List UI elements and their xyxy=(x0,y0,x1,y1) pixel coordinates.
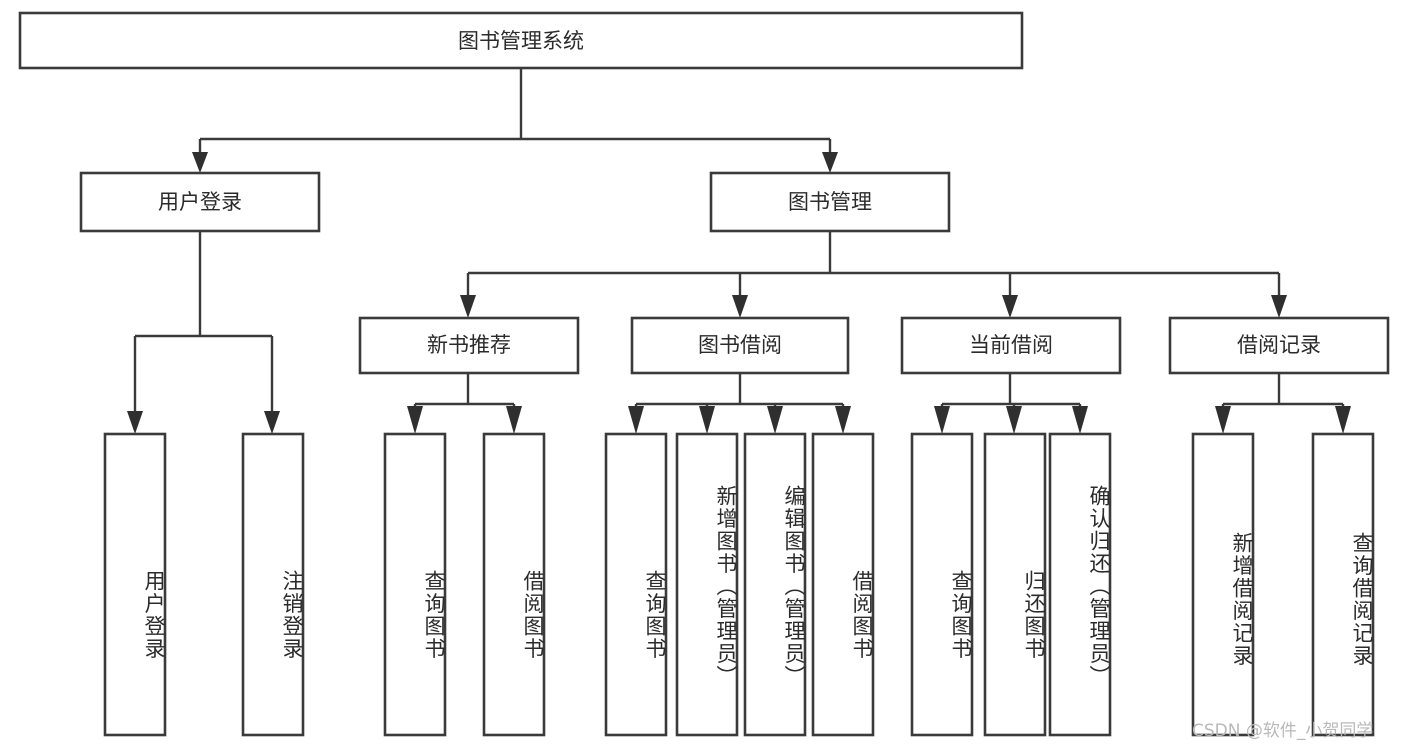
arrow-head-leaf-borrow-book-rec xyxy=(506,406,522,434)
leaf-add-book-box[interactable] xyxy=(675,432,739,737)
leaf-query-book-bor-box[interactable] xyxy=(604,432,668,737)
arrow-head-borrow-record xyxy=(1271,295,1287,318)
node-current-borrow-box[interactable] xyxy=(900,316,1122,375)
node-root[interactable]: 图书管理系统 xyxy=(18,11,1024,70)
arrow-head-book-manage xyxy=(822,152,838,173)
arrow-head-book-borrow xyxy=(732,295,748,318)
node-book-manage-box[interactable] xyxy=(709,171,951,233)
connector-group-book-borrow xyxy=(628,373,851,434)
arrow-head-leaf-add-book xyxy=(699,406,715,434)
arrow-head-leaf-edit-book xyxy=(767,406,783,434)
node-current-borrow[interactable]: 当前借阅 xyxy=(900,316,1122,375)
node-user-login[interactable]: 用户登录 xyxy=(79,171,321,233)
node-current-borrow-label: 当前借阅 xyxy=(969,333,1053,357)
node-book-borrow[interactable]: 图书借阅 xyxy=(630,316,850,375)
node-user-login-label: 用户登录 xyxy=(158,190,242,214)
node-book-borrow-label: 图书借阅 xyxy=(698,333,782,357)
arrow-head-new-book-recommend xyxy=(460,295,476,318)
node-root-box[interactable] xyxy=(18,11,1024,70)
node-root-label: 图书管理系统 xyxy=(458,29,584,53)
arrow-head-leaf-user-login xyxy=(127,411,143,434)
connector-group-current-borrow xyxy=(934,373,1088,434)
node-borrow-record-box[interactable] xyxy=(1168,316,1390,375)
connector-group-borrow-record xyxy=(1215,373,1351,434)
arrow-head-user-login xyxy=(192,152,208,173)
arrow-head-leaf-query-book-cur xyxy=(934,406,950,434)
leaf-borrow-book-box[interactable] xyxy=(811,432,875,737)
node-new-book-recommend-label: 新书推荐 xyxy=(427,333,511,357)
leaf-box-group xyxy=(103,432,1375,737)
csdn-watermark: CSDN @软件_小贺同学 xyxy=(1192,721,1374,741)
node-user-login-box[interactable] xyxy=(79,171,321,233)
leaf-query-book-cur-box[interactable] xyxy=(910,432,974,737)
arrow-head-leaf-logout xyxy=(264,411,280,434)
node-book-manage[interactable]: 图书管理 xyxy=(709,171,951,233)
leaf-logout-box[interactable] xyxy=(241,432,305,737)
leaf-query-book-rec-box[interactable] xyxy=(383,432,447,737)
arrow-head-leaf-return-book xyxy=(1006,406,1022,434)
leaf-borrow-book-rec-box[interactable] xyxy=(482,432,546,737)
node-borrow-record[interactable]: 借阅记录 xyxy=(1168,316,1390,375)
leaf-query-record-box[interactable] xyxy=(1311,432,1375,737)
arrow-head-current-borrow xyxy=(1002,295,1018,318)
arrow-head-leaf-borrow-book xyxy=(835,406,851,434)
node-new-book-recommend-box[interactable] xyxy=(358,316,580,375)
leaf-return-book-box[interactable] xyxy=(983,432,1047,737)
arrow-head-leaf-add-record xyxy=(1215,406,1231,434)
leaf-user-login-box[interactable] xyxy=(103,432,167,737)
node-book-borrow-box[interactable] xyxy=(630,316,850,375)
arrow-head-leaf-confirm-return xyxy=(1072,406,1088,434)
node-book-manage-label: 图书管理 xyxy=(788,190,872,214)
arrow-head-leaf-query-record xyxy=(1335,406,1351,434)
node-borrow-record-label: 借阅记录 xyxy=(1237,333,1321,357)
leaf-edit-book-box[interactable] xyxy=(743,432,807,737)
connector-group-new-book-recommend xyxy=(407,373,522,434)
leaf-confirm-return-box[interactable] xyxy=(1048,432,1112,737)
connector-group-root xyxy=(192,68,838,173)
connector-group-user-login xyxy=(127,231,280,434)
leaf-add-record-box[interactable] xyxy=(1191,432,1255,737)
arrow-head-leaf-query-book-rec xyxy=(407,406,423,434)
connector-group-book-manage xyxy=(460,231,1287,318)
arrow-head-leaf-query-book-bor xyxy=(628,406,644,434)
node-new-book-recommend[interactable]: 新书推荐 xyxy=(358,316,580,375)
